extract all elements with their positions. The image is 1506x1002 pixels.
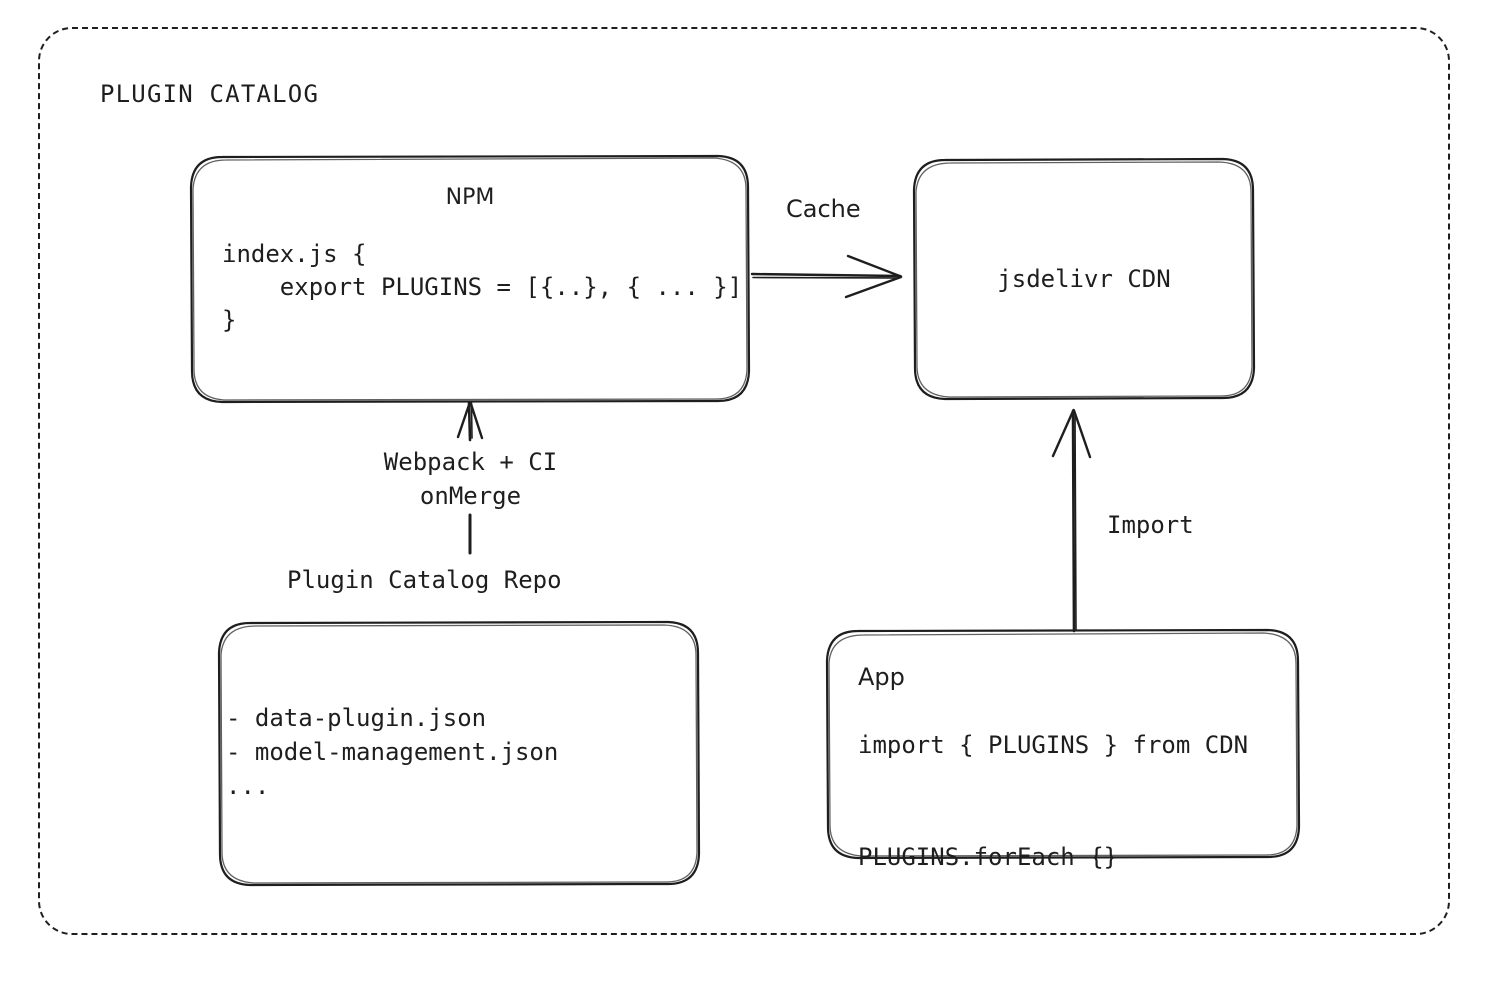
plugin-catalog-title: PLUGIN CATALOG <box>100 80 320 108</box>
plugin-catalog-group-frame <box>38 27 1450 935</box>
node-npm[interactable]: NPM index.js { export PLUGINS = [{..}, {… <box>189 154 751 404</box>
npm-title: NPM <box>445 185 495 210</box>
repo-caption: Plugin Catalog Repo <box>287 566 562 594</box>
node-app[interactable]: App import { PLUGINS } from CDN PLUGINS.… <box>825 628 1301 871</box>
app-code-block: import { PLUGINS } from CDN PLUGINS.forE… <box>858 731 1249 871</box>
node-repo[interactable]: - data-plugin.json - model-management.js… <box>217 620 701 887</box>
repo-file-list: - data-plugin.json - model-management.js… <box>226 704 559 800</box>
cdn-label: jsdelivr CDN <box>997 265 1171 293</box>
edge-label-cache: Cache <box>786 195 861 223</box>
edge-label-webpack-ci: Webpack + CI onMerge <box>383 448 558 510</box>
edge-label-import: Import <box>1107 511 1194 539</box>
app-title: App <box>858 663 905 691</box>
node-cdn[interactable]: jsdelivr CDN <box>912 157 1256 401</box>
npm-code-block: index.js { export PLUGINS = [{..}, { ...… <box>222 240 743 334</box>
